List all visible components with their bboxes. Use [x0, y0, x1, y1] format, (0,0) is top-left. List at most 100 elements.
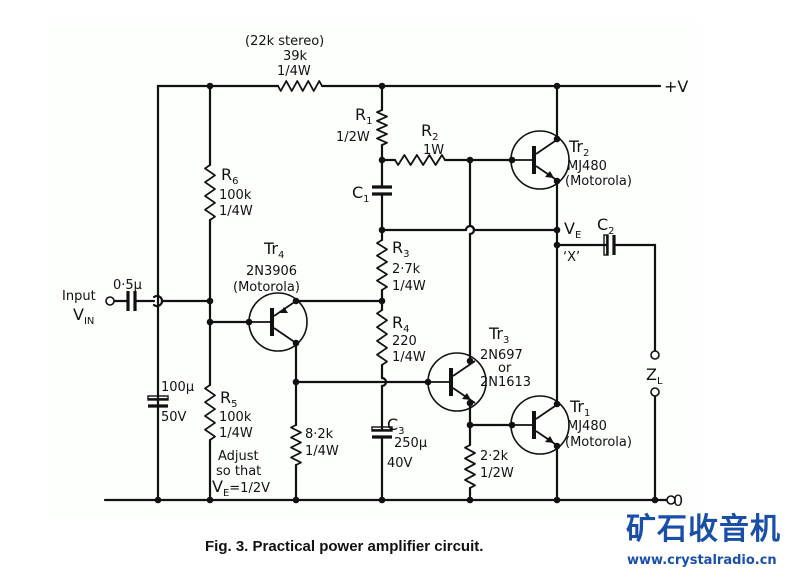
junction-dot	[378, 297, 386, 305]
junction-dot	[378, 156, 386, 164]
ground-rail-label: 0	[673, 491, 683, 510]
r5-note-line2: so that	[216, 464, 261, 479]
tr1-part: MJ480	[567, 419, 607, 434]
resistor-2k2	[464, 444, 476, 489]
tr4-maker: (Motorola)	[233, 280, 300, 295]
input-label: Input	[62, 289, 96, 304]
c-bypass-rating: 50V	[161, 410, 187, 425]
c2-ref: C2	[597, 215, 615, 237]
junction-dot	[553, 226, 561, 234]
junction-dot	[651, 496, 659, 504]
load-terminal-bottom	[650, 387, 660, 397]
r4-value: 220	[392, 334, 417, 349]
transistor-tr4-emitter-lead	[273, 327, 297, 344]
transistor-tr2-collector-lead	[535, 138, 559, 155]
r3-ref: R3	[392, 238, 410, 260]
r3-rating: 1/4W	[392, 279, 426, 294]
junction-dots	[105, 82, 676, 505]
r-feedback-value: 39k	[283, 49, 308, 64]
transistor-tr1-emitter-arrow	[545, 436, 554, 443]
components	[126, 80, 616, 489]
wire-tr3-emitter	[468, 401, 514, 427]
junction-dot	[206, 297, 214, 305]
x-node-label: ‘X’	[563, 250, 580, 265]
r-2k2-value: 2·2k	[480, 449, 509, 464]
c1-ref: C1	[352, 183, 370, 205]
transistor-tr2-emitter-arrow	[545, 171, 554, 178]
watermark-url: www.crystalradio.cn	[627, 553, 777, 568]
resistor-r1	[376, 109, 388, 146]
junction-dot	[378, 496, 386, 504]
wire-c2-to-load	[612, 243, 657, 354]
input-terminal	[105, 296, 115, 306]
junction-dot	[466, 156, 474, 164]
resistor-r2	[394, 154, 446, 166]
r1-ref: R1	[355, 105, 373, 127]
junction-dot	[466, 421, 474, 429]
r-2k2-rating: 1/2W	[480, 466, 514, 481]
tr3-alt-part: 2N1613	[480, 375, 531, 390]
resistor-feedback-39k	[277, 80, 323, 92]
r6-rating: 1/4W	[219, 204, 253, 219]
transistor-tr2-emitter-lead	[535, 165, 559, 182]
r5-ref: R5	[220, 388, 238, 410]
transistor-tr3-emitter-arrow	[462, 393, 471, 400]
tr2-maker: (Motorola)	[565, 174, 632, 189]
resistor-r5	[204, 384, 216, 441]
junction-dot	[553, 241, 561, 249]
junction-dot	[206, 82, 214, 90]
c3-rating: 40V	[387, 456, 413, 471]
capacitor-c2-plate-outline	[603, 234, 609, 256]
r2-rating: 1W	[423, 143, 444, 158]
tr1-ref: Tr1	[569, 397, 590, 419]
load-terminal-top	[650, 350, 660, 360]
positive-rail-label: +V	[664, 77, 688, 96]
junction-dot	[553, 135, 561, 143]
tr2-ref: Tr2	[568, 137, 589, 159]
c3-ref: C3	[387, 415, 405, 437]
wire-top-left	[156, 84, 280, 502]
junction-dot	[292, 297, 300, 305]
junction-dot	[508, 156, 516, 164]
resistor-8k2	[290, 424, 302, 466]
r-feedback-rating: 1/4W	[277, 64, 311, 79]
tr4-ref: Tr4	[263, 239, 284, 261]
junction-dot	[466, 399, 474, 407]
r4-rating: 1/4W	[392, 350, 426, 365]
r-8k2-value: 8·2k	[305, 427, 334, 442]
resistor-r4	[376, 309, 388, 366]
capacitor-c3-plate-outline	[371, 426, 393, 432]
resistor-r6	[204, 164, 216, 221]
transistor-tr1-emitter-lead	[535, 430, 559, 447]
junction-dot	[292, 496, 300, 504]
junction-dot	[245, 318, 253, 326]
tr4-part: 2N3906	[246, 264, 297, 279]
watermark-logo-text: 矿石收音机	[626, 512, 781, 547]
junction-dot	[466, 357, 474, 365]
ve-label: VE	[564, 219, 581, 241]
load-label: ZL	[646, 365, 663, 387]
transistor-tr1	[510, 395, 570, 455]
tr2-part: MJ480	[567, 159, 607, 174]
transistor-tr1-collector-lead	[535, 403, 559, 420]
r2-ref: R2	[421, 121, 439, 143]
r5-rating: 1/4W	[219, 426, 253, 441]
wire-crossover-tr3	[468, 224, 476, 236]
r-feedback-note: (22k stereo)	[245, 34, 324, 49]
junction-dot	[292, 339, 300, 347]
figure-caption: Fig. 3. Practical power amplifier circui…	[205, 538, 484, 555]
junction-dot	[154, 496, 162, 504]
r5-note-line3: VE=1/2V	[212, 477, 270, 499]
r6-ref: R6	[221, 165, 239, 187]
c-in-value: 0·5µ	[113, 278, 142, 293]
tr3-ref: Tr3	[488, 324, 509, 346]
capacitor-bypass-100u-plate-outline	[147, 395, 169, 401]
c-bypass-value: 100µ	[161, 380, 194, 395]
junction-dot	[466, 496, 474, 504]
resistor-r3	[376, 239, 388, 291]
junction-dot	[424, 378, 432, 386]
r-8k2-rating: 1/4W	[305, 444, 339, 459]
c3-value: 250µ	[394, 436, 427, 451]
junction-dot	[292, 378, 300, 386]
